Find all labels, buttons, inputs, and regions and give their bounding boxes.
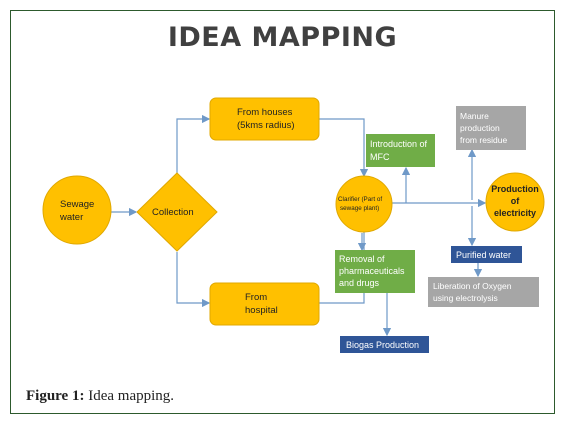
oxygen-line-2: using electrolysis — [433, 293, 498, 303]
manure-line-2: production — [460, 123, 500, 133]
arrow-collection-hospital — [176, 252, 211, 308]
figure-caption-text: Idea mapping. — [88, 388, 175, 404]
mfc-line-1: Introduction of — [370, 139, 428, 149]
pharma-line-1: Removal of — [339, 254, 385, 264]
figure-frame — [10, 10, 555, 414]
houses-line-1: From houses — [237, 107, 293, 118]
node-removal-pharmaceuticals: Removal of pharmaceuticals and drugs — [335, 250, 415, 293]
node-collection: Collection — [136, 172, 218, 252]
node-manure-production: Manure production from residue — [456, 106, 526, 150]
node-liberation-oxygen: Liberation of Oxygen using electrolysis — [428, 277, 539, 307]
hospital-line-2: hospital — [245, 305, 278, 316]
node-production-electricity: Production of electricity — [485, 172, 545, 232]
clarifier-line-2: sewage plant) — [340, 205, 379, 212]
node-purified-water: Purified water — [451, 246, 522, 263]
node-sewage-water: Sewage water — [42, 175, 112, 245]
pharma-line-3: and drugs — [339, 278, 380, 288]
electricity-line-2: of — [511, 196, 520, 206]
mfc-line-2: MFC — [370, 152, 390, 162]
purified-label: Purified water — [456, 250, 511, 260]
figure-label: Figure 1: — [26, 388, 85, 404]
houses-line-2: (5kms radius) — [237, 120, 295, 131]
hospital-line-1: From — [245, 292, 267, 303]
sewage-line-1: Sewage — [60, 199, 94, 210]
node-biogas-production: Biogas Production — [340, 336, 429, 353]
biogas-label: Biogas Production — [346, 340, 419, 350]
node-from-houses: From houses (5kms radius) — [209, 97, 320, 141]
diagram-title: IDEA MAPPING — [167, 22, 398, 53]
clarifier-line-1: Clarifier (Part of — [338, 196, 382, 203]
manure-line-3: from residue — [460, 135, 508, 145]
node-from-hospital: From hospital — [209, 282, 320, 326]
node-clarifier: Clarifier (Part of sewage plant) — [335, 175, 393, 233]
oxygen-line-1: Liberation of Oxygen — [433, 281, 512, 291]
electricity-line-3: electricity — [494, 208, 536, 218]
pharma-line-2: pharmaceuticals — [339, 266, 405, 276]
figure-caption: Figure 1: Idea mapping. — [26, 388, 174, 405]
node-introduction-mfc: Introduction of MFC — [366, 134, 435, 167]
electricity-line-1: Production — [491, 184, 539, 194]
arrow-collection-houses — [176, 114, 211, 173]
manure-line-1: Manure — [460, 111, 489, 121]
sewage-line-2: water — [59, 212, 83, 223]
collection-label: Collection — [152, 207, 194, 218]
line-houses-clarifier — [319, 118, 369, 178]
